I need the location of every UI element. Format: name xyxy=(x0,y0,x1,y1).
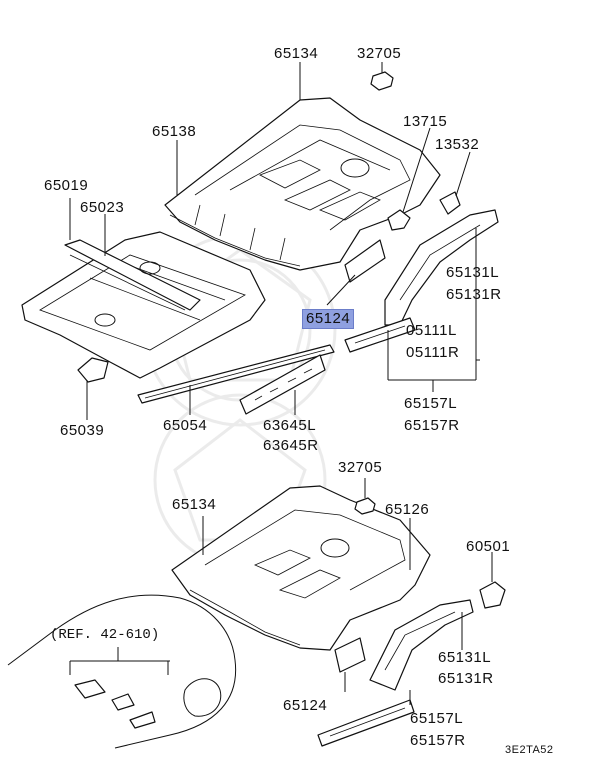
label-65039: 65039 xyxy=(60,422,105,439)
sill-65054 xyxy=(137,344,335,415)
label-32705-bottom: 32705 xyxy=(338,459,383,476)
car-outline xyxy=(7,594,237,749)
label-13715: 13715 xyxy=(403,113,448,130)
label-65157l-bottom: 65157L xyxy=(410,710,464,727)
nut-32705-top xyxy=(370,62,394,91)
label-65126: 65126 xyxy=(385,501,430,518)
extension-65124-top xyxy=(326,239,476,392)
extension-65124-bottom xyxy=(317,637,415,747)
label-63645l: 63645L xyxy=(263,417,317,434)
label-65131l-top: 65131L xyxy=(446,264,500,281)
label-65157r-top: 65157R xyxy=(404,417,460,434)
label-65023: 65023 xyxy=(80,199,125,216)
label-65124-bottom: 65124 xyxy=(283,697,328,714)
label-65131l-bottom: 65131L xyxy=(438,649,492,666)
bracket-60501 xyxy=(479,552,506,609)
label-65138: 65138 xyxy=(152,123,197,140)
reinforcement-63645 xyxy=(239,354,326,415)
label-65054: 65054 xyxy=(163,417,208,434)
bracket-65039 xyxy=(77,357,109,420)
label-65131r-top: 65131R xyxy=(446,286,502,303)
label-65134-top: 65134 xyxy=(274,45,319,62)
label-05111l: 05111L xyxy=(406,322,457,339)
leader-lines xyxy=(176,62,480,361)
label-65019: 65019 xyxy=(44,177,89,194)
brackets-13715-13532 xyxy=(387,127,471,231)
label-32705-top: 32705 xyxy=(357,45,402,62)
rear-floor-pan-top xyxy=(164,97,441,271)
nut-32705-bottom xyxy=(354,478,376,515)
label-05111r: 05111R xyxy=(406,344,460,361)
diagram-code: 3E2TA52 xyxy=(505,744,554,756)
front-floor-pan xyxy=(21,198,266,379)
label-65134-bottom: 65134 xyxy=(172,496,217,513)
label-13532: 13532 xyxy=(435,136,480,153)
label-65124-top-highlighted[interactable]: 65124 xyxy=(302,309,355,329)
label-65157r-bottom: 65157R xyxy=(410,732,466,749)
label-65131r-bottom: 65131R xyxy=(438,670,494,687)
label-63645r: 63645R xyxy=(263,437,319,454)
label-60501: 60501 xyxy=(466,538,511,555)
rear-floor-pan-bottom xyxy=(171,485,431,651)
side-member-65131-bottom xyxy=(369,599,474,691)
label-65157l-top: 65157L xyxy=(404,395,458,412)
label-reference: (REF. 42-610) xyxy=(50,627,160,643)
